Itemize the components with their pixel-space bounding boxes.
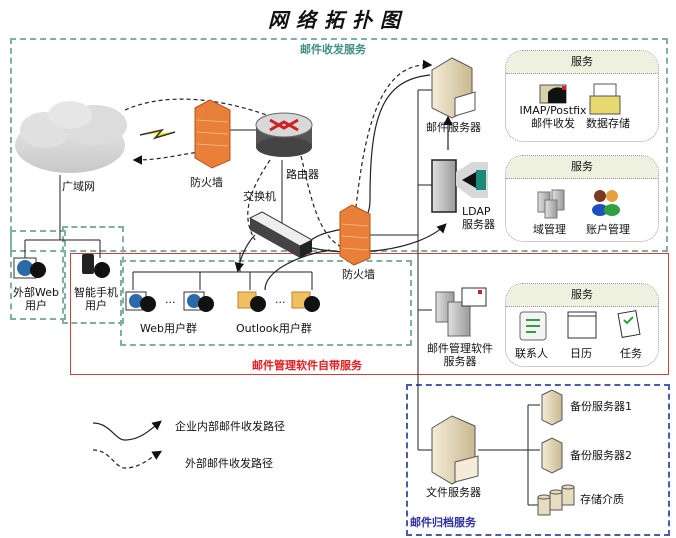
domain-management-icon	[537, 189, 565, 219]
imap-line2: 邮件收发	[531, 117, 575, 130]
firewall-icon	[194, 99, 231, 169]
service-panel-header: 服务	[506, 284, 658, 307]
switch-icon	[248, 211, 314, 258]
external-paths	[124, 59, 433, 251]
backup-server-icon	[541, 389, 563, 426]
switch-label: 交换机	[243, 190, 276, 203]
firewall-label: 防火墙	[190, 176, 223, 189]
web-user-icon	[125, 291, 156, 312]
backup-server-1-label: 备份服务器1	[570, 400, 632, 413]
web-user-group-label: Web用户群	[140, 322, 197, 335]
service-panel-ldap: 服务	[505, 155, 659, 242]
ldap-server-label: LDAP 服务器	[462, 205, 495, 231]
file-server-label: 文件服务器	[426, 486, 481, 499]
mgmt-server-line1: 邮件管理软件	[427, 342, 493, 355]
ext-web-user-line1: 外部Web	[13, 286, 59, 299]
backup-server-2-label: 备份服务器2	[570, 449, 632, 462]
outlook-user-group-label: Outlook用户群	[236, 322, 312, 335]
smartphone-group	[62, 226, 124, 324]
mail-service-label: 邮件收发服务	[300, 43, 366, 56]
service-item-calendar: 日历	[570, 347, 592, 360]
ldap-server-icon	[431, 159, 488, 213]
service-panel-header: 服务	[506, 156, 658, 179]
archive-service-group	[406, 384, 670, 536]
ellipsis: ···	[165, 296, 176, 309]
network-links	[24, 89, 540, 506]
outlook-user-icon	[237, 291, 266, 312]
storage-media-label: 存储介质	[580, 493, 624, 506]
archive-service-label: 邮件归档服务	[410, 516, 476, 529]
user-groups-box	[120, 260, 412, 346]
contacts-icon	[519, 311, 547, 341]
ellipsis: ···	[275, 296, 286, 309]
wan-cloud-icon	[15, 101, 127, 173]
web-user-icon	[13, 257, 46, 279]
legend-solid-line	[92, 420, 162, 441]
outlook-user-icon	[291, 291, 320, 312]
imap-line1: IMAP/Postfix	[519, 104, 587, 117]
legend-dashed-line	[92, 449, 163, 469]
service-panel-header: 服务	[506, 51, 658, 74]
web-user-icon	[183, 291, 214, 312]
wan-link-lightning	[139, 128, 176, 140]
ext-web-user-line2: 用户	[25, 299, 47, 312]
firewall-icon	[339, 204, 371, 266]
mail-service-group	[10, 38, 668, 252]
internal-paths	[234, 74, 453, 291]
legend-internal-label: 企业内部邮件收发路径	[175, 420, 285, 433]
diagram-title: 网络拓扑图	[268, 8, 408, 32]
imap-postfix-icon	[539, 84, 567, 104]
storage-media-icon	[537, 484, 575, 516]
ldap-label-line1: LDAP	[462, 205, 491, 218]
mail-server-icon	[431, 57, 476, 119]
firewall-label: 防火墙	[342, 268, 375, 281]
service-panel-mail: 服务	[505, 50, 659, 142]
legend-external-label: 外部邮件收发路径	[185, 457, 273, 470]
smartphone-user-line2: 用户	[85, 299, 107, 312]
smartphone-user-label: 智能手机 用户	[70, 286, 122, 312]
service-item-tasks: 任务	[620, 347, 642, 360]
ext-web-user-label: 外部Web 用户	[10, 286, 62, 312]
service-item-data-storage: 数据存储	[586, 117, 630, 130]
mgmt-server-label: 邮件管理软件 服务器	[420, 342, 500, 368]
service-item-imap: IMAP/Postfix 邮件收发	[516, 104, 590, 130]
router-label: 路由器	[286, 168, 319, 181]
data-storage-icon	[589, 83, 621, 115]
account-management-icon	[592, 190, 620, 216]
router-icon	[255, 112, 313, 157]
ldap-label-line2: 服务器	[462, 218, 495, 231]
mgmt-server-line2: 服务器	[443, 355, 477, 368]
file-server-icon	[431, 415, 479, 485]
backup-server-icon	[541, 437, 563, 474]
mgmt-service-label: 邮件管理软件自带服务	[252, 359, 362, 372]
tasks-icon	[617, 310, 641, 338]
smartphone-user-line1: 智能手机	[74, 286, 118, 299]
service-item-contacts: 联系人	[515, 347, 548, 360]
mgmt-server-icon	[435, 287, 487, 337]
wan-label: 广域网	[62, 180, 95, 193]
mail-server-label: 邮件服务器	[426, 121, 481, 134]
service-item-account-mgmt: 账户管理	[586, 223, 630, 236]
ext-web-group	[10, 230, 66, 320]
smartphone-user-icon	[82, 254, 110, 278]
calendar-icon	[567, 311, 597, 339]
service-item-domain-mgmt: 域管理	[533, 223, 566, 236]
